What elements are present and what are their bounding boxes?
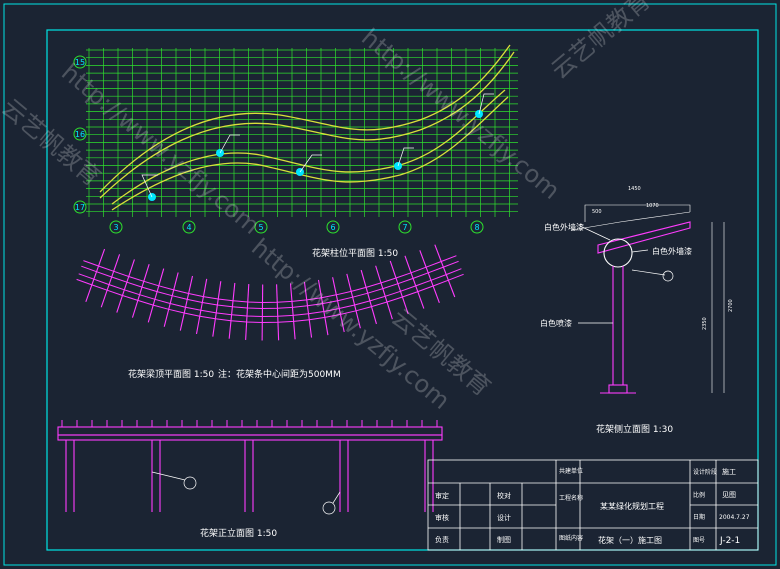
joist [228,282,236,339]
tb-mid-label-3: 制图 [497,535,511,544]
joist [332,277,345,333]
tb-r-label-4: 图号 [693,537,705,544]
tb-r-value-1: 施工 [722,467,736,476]
svg-text:4: 4 [186,223,191,232]
svg-text:8: 8 [474,223,479,232]
tb-mid-label-1: 校对 [497,491,511,500]
col-bubble-3: 3 [109,220,123,234]
side-dim-3: 1070 [646,203,659,209]
top-plan-beams [76,244,464,341]
svg-text:3: 3 [113,223,118,232]
joist [434,244,456,298]
svg-text:7: 7 [402,223,407,232]
joist [85,248,106,303]
joist [276,284,280,341]
joist [289,283,296,340]
svg-text:16: 16 [75,130,85,139]
joist [245,284,250,340]
row-bubble-16: 16 [73,127,87,141]
col-bubble-7: 7 [398,220,412,234]
plan-title: 花架柱位平面图 1:50 [312,247,398,259]
side-dim-1: 1450 [628,186,641,192]
watermark-brand-2: 云艺帆教育 [546,0,656,85]
beam [83,255,457,304]
tb-r-value-2: 见图 [722,491,736,499]
tb-r-label-3: 日期 [693,513,705,521]
front-elev-markers [151,471,341,515]
tb-left-label-2: 审核 [435,513,449,522]
top-plan-title: 花架梁顶平面图 1:50 [128,368,214,380]
tb-mid-label-2: 设计 [497,513,511,522]
svg-text:15: 15 [75,58,85,67]
joist [346,273,361,329]
side-elev-title: 花架侧立面图 1:30 [596,423,673,435]
front-elev-title: 花架正立面图 1:50 [200,527,277,539]
joist [317,279,329,336]
col-bubble-8: 8 [470,220,484,234]
outer-border [3,3,777,566]
watermarks: http://www.yzfjy.com http://www.yzfjy.co… [0,0,656,415]
tb-r-label-1: 设计阶段 [693,468,717,476]
tb-col3-3: 图纸内容 [559,534,583,542]
tb-drawing: 花架（一）施工图 [598,535,662,545]
col-bubble-6: 6 [326,220,340,234]
side-note-2: 白色外墙漆 [652,246,692,256]
col-bubble-4: 4 [182,220,196,234]
joist [179,275,194,331]
title-block [427,459,759,551]
title-block-text: 审定 审核 负责 校对 设计 制图 共建单位 工程名称 图纸内容 某某绿化规划工… [435,467,750,546]
svg-text:5: 5 [258,223,263,232]
joist [389,260,409,315]
side-dim-5: 2700 [728,299,734,312]
tb-left-label-1: 审定 [435,491,449,500]
tb-col3-1: 共建单位 [559,467,583,475]
svg-text:6: 6 [330,223,335,232]
top-plan-note: 注：花架条中心间距为500MM [218,368,341,380]
tb-r-value-4: J-2-1 [719,536,740,546]
joist [163,272,179,327]
tb-col3-2: 工程名称 [559,494,583,502]
front-elevation [57,420,443,512]
joist [212,281,222,337]
beam [81,260,459,310]
joist [131,263,150,318]
joist [419,250,440,304]
side-elevation [571,204,725,394]
joist [375,265,393,320]
side-elev-leaders [578,225,674,324]
tb-r-label-2: 比例 [693,491,705,499]
joist [404,255,425,309]
marker-leaders [141,93,494,198]
beam [78,268,462,318]
row-bubble-15: 15 [73,55,87,69]
joist [195,278,208,335]
svg-text:17: 17 [75,203,85,212]
side-note-1: 白色外墙漆 [544,222,584,232]
tb-r-value-3: 2004.7.27 [719,514,750,521]
beam [76,273,464,324]
joist [360,269,377,325]
side-dim-2: 500 [592,209,602,215]
side-note-3: 白色喷漆 [540,318,572,328]
joist [303,281,313,338]
joist [147,268,165,323]
tb-left-label-3: 负责 [435,535,449,544]
col-bubble-5: 5 [254,220,268,234]
joist [100,254,121,308]
plan-curves [99,44,515,211]
row-bubble-17: 17 [73,200,87,214]
side-dim-4: 2350 [702,317,708,330]
joist [116,259,135,313]
tb-project: 某某绿化规划工程 [600,501,664,511]
joist [261,284,264,341]
inner-border [46,29,759,551]
